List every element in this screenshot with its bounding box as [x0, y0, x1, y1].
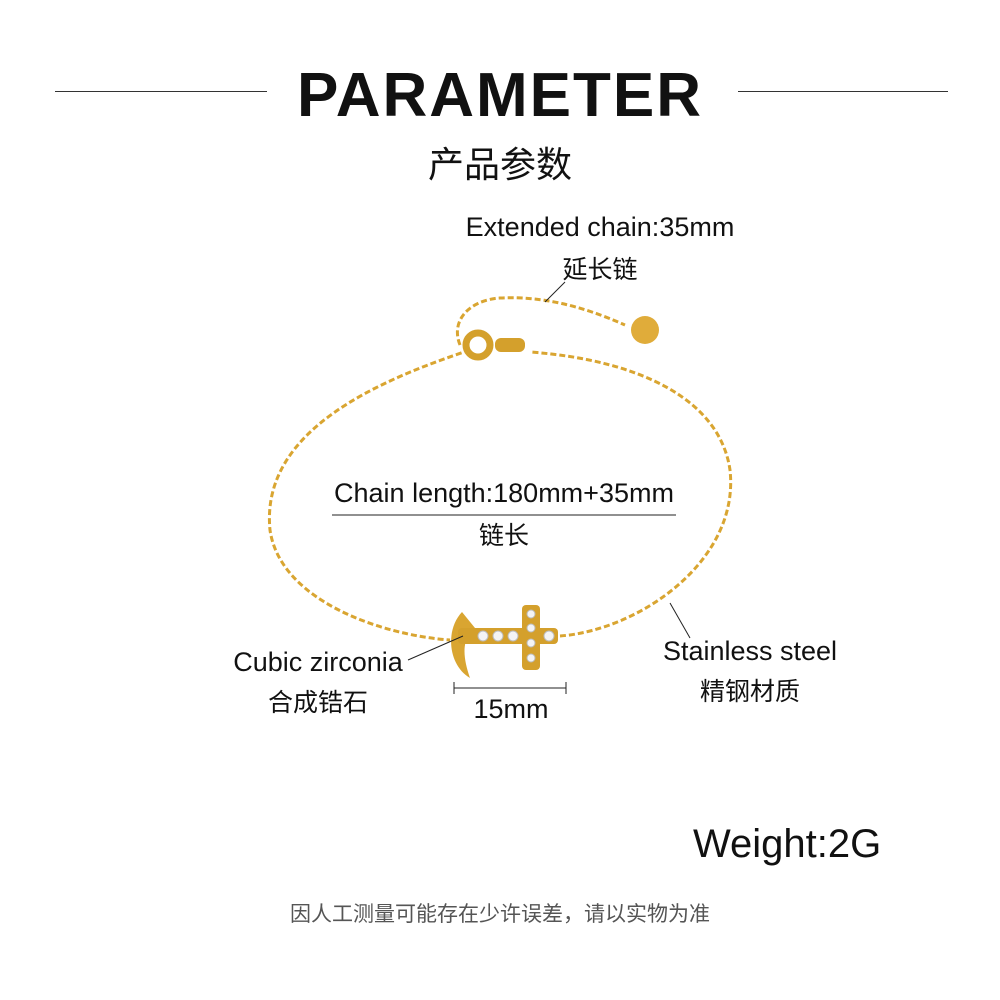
chain-right: [529, 350, 733, 638]
leader-stone: [407, 635, 464, 661]
pendant-width-label: 15mm: [473, 694, 549, 724]
page-subtitle: 产品参数: [427, 144, 573, 185]
chain-length-label-cn: 链长: [478, 522, 530, 550]
clasp: [462, 329, 494, 361]
chain-left: [267, 348, 471, 642]
extended-chain-label-cn: 延长链: [562, 256, 638, 284]
header-divider-right: [738, 91, 948, 92]
chain-length-label: Chain length:180mm+35mm: [334, 478, 674, 508]
measurement-disclaimer: 因人工测量可能存在少许误差，请以实物为准: [290, 903, 710, 926]
extended-chain-label: Extended chain:35mm: [465, 212, 735, 242]
material-label: Stainless steel: [662, 636, 838, 666]
leader-extended: [544, 281, 566, 303]
weight-label: Weight:2G: [693, 822, 882, 866]
stone-label-cn: 合成锆石: [267, 689, 369, 717]
pendant: [451, 605, 558, 678]
stone-label: Cubic zirconia: [233, 647, 403, 677]
material-label-cn: 精钢材质: [699, 678, 801, 706]
page-title: PARAMETER: [296, 61, 704, 130]
tag: [631, 316, 659, 344]
clasp-bar: [495, 338, 525, 352]
extension-chain: [455, 296, 626, 346]
leader-material: [669, 602, 691, 639]
header-divider-left: [55, 91, 267, 92]
